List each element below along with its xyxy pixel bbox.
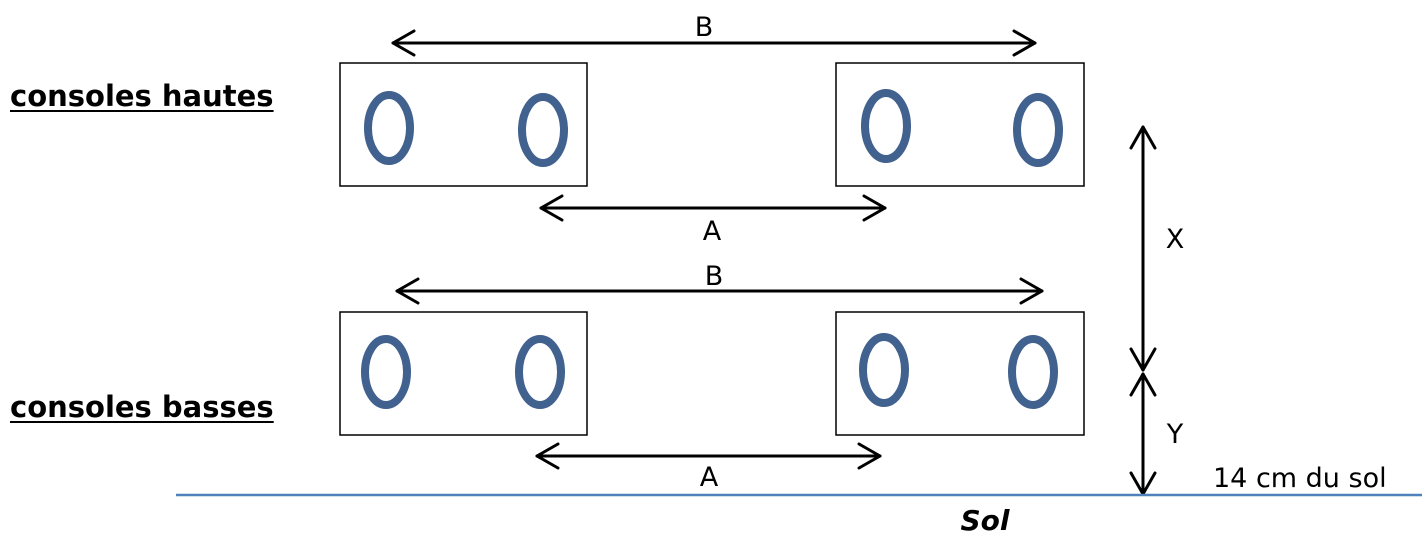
label-a-lower: A bbox=[700, 462, 719, 493]
label-x: X bbox=[1166, 224, 1185, 255]
lower-left-hole-2 bbox=[515, 335, 565, 409]
dimension-arrow-b-upper bbox=[391, 29, 1037, 57]
label-consoles-hautes: consoles hautes bbox=[10, 79, 274, 113]
upper-left-console bbox=[339, 62, 588, 187]
upper-left-hole-1 bbox=[364, 91, 414, 165]
dimension-arrow-x bbox=[1129, 125, 1157, 372]
label-b-lower: B bbox=[705, 261, 724, 292]
lower-left-console bbox=[339, 311, 588, 436]
upper-right-hole-2 bbox=[1013, 93, 1063, 167]
label-y: Y bbox=[1166, 419, 1184, 450]
floor-label: Sol bbox=[961, 504, 1010, 537]
dimension-arrow-a-upper bbox=[539, 194, 887, 222]
upper-left-hole-2 bbox=[518, 93, 568, 167]
lower-left-hole-1 bbox=[361, 335, 411, 409]
floor-height-note: 14 cm du sol bbox=[1213, 463, 1387, 494]
lower-right-console bbox=[835, 311, 1085, 436]
dimension-arrow-a-lower bbox=[535, 442, 882, 470]
upper-console-row bbox=[339, 62, 1085, 187]
upper-right-console bbox=[835, 62, 1085, 187]
lower-console-row bbox=[339, 311, 1085, 436]
dimension-arrow-y bbox=[1129, 372, 1157, 496]
label-consoles-basses: consoles basses bbox=[10, 390, 274, 424]
dimension-arrow-b-lower bbox=[395, 277, 1044, 305]
label-a-upper: A bbox=[703, 216, 722, 247]
lower-right-hole-2 bbox=[1008, 335, 1058, 409]
upper-right-hole-1 bbox=[861, 89, 911, 163]
label-b-upper: B bbox=[695, 12, 714, 43]
lower-right-hole-1 bbox=[859, 333, 909, 407]
